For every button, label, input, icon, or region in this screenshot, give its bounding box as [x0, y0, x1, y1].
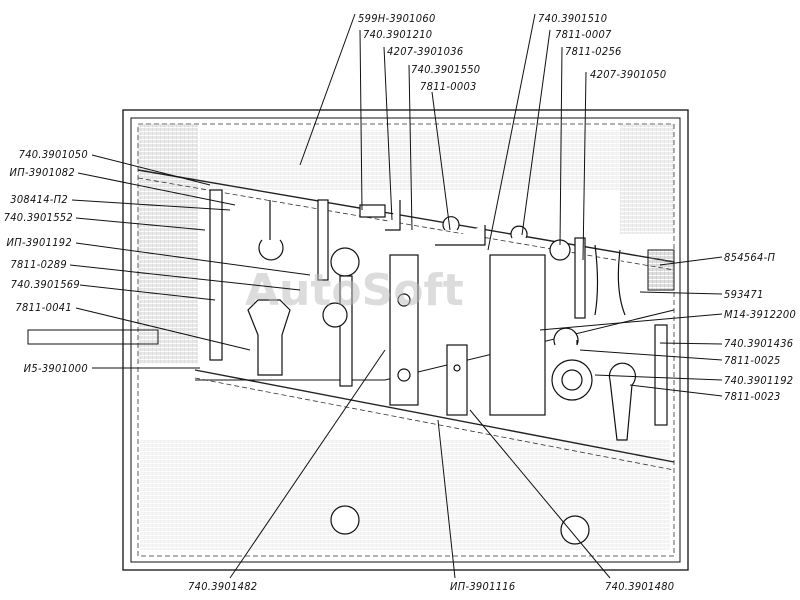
part-label: М14-3912200 [724, 308, 796, 321]
part-labels-left: 740.3901050 ИП-3901082 308414-П2 740.390… [4, 148, 88, 375]
part-label: 740.3901482 [188, 580, 257, 593]
part-label: ИП-3901082 [10, 166, 75, 179]
part-labels-right: 854564-П 593471 М14-3912200 740.3901436 … [724, 251, 796, 403]
part-label: 740.3901436 [724, 337, 793, 350]
part-label: 7811-0007 [555, 28, 612, 41]
part-label: 740.3901552 [4, 211, 73, 224]
part-label: 7811-0041 [15, 301, 72, 314]
part-label: 740.3901510 [538, 12, 607, 25]
part-label: 599Н-3901060 [358, 12, 436, 25]
part-label: 740.3901550 [411, 63, 480, 76]
strap [27, 329, 159, 345]
part-label: 7811-0256 [565, 45, 622, 58]
tools [209, 189, 675, 545]
part-label: 4207-3901050 [590, 68, 666, 81]
part-label: И5-3901000 [24, 362, 88, 375]
part-label: 593471 [724, 288, 764, 301]
part-label: ИП-3901192 [7, 236, 72, 249]
part-labels-top: 599Н-3901060 740.3901210 4207-3901036 74… [358, 12, 666, 93]
part-label: 7811-0289 [10, 258, 67, 271]
part-label: 4207-3901036 [387, 45, 463, 58]
part-label: 7811-0003 [420, 80, 477, 93]
spark-plug-wrench [489, 254, 546, 416]
part-labels-bottom: 740.3901482 ИП-3901116 740.3901480 [188, 580, 674, 593]
part-label: 7811-0025 [724, 354, 781, 367]
adjustable-wrench [247, 299, 291, 376]
part-label: 740.3901480 [605, 580, 674, 593]
watermark: AutoSoft [245, 265, 464, 316]
part-label: 740.3901569 [11, 278, 80, 291]
part-label: 308414-П2 [10, 193, 68, 206]
leader-lines [69, 13, 723, 579]
part-label: 740.3901050 [19, 148, 88, 161]
part-label: 854564-П [724, 251, 775, 264]
part-label: ИП-3901116 [450, 580, 515, 593]
part-label: 740.3901210 [363, 28, 432, 41]
tool-roll-outline [27, 109, 689, 571]
part-label: 740.3901192 [724, 374, 793, 387]
part-label: 7811-0023 [724, 390, 781, 403]
